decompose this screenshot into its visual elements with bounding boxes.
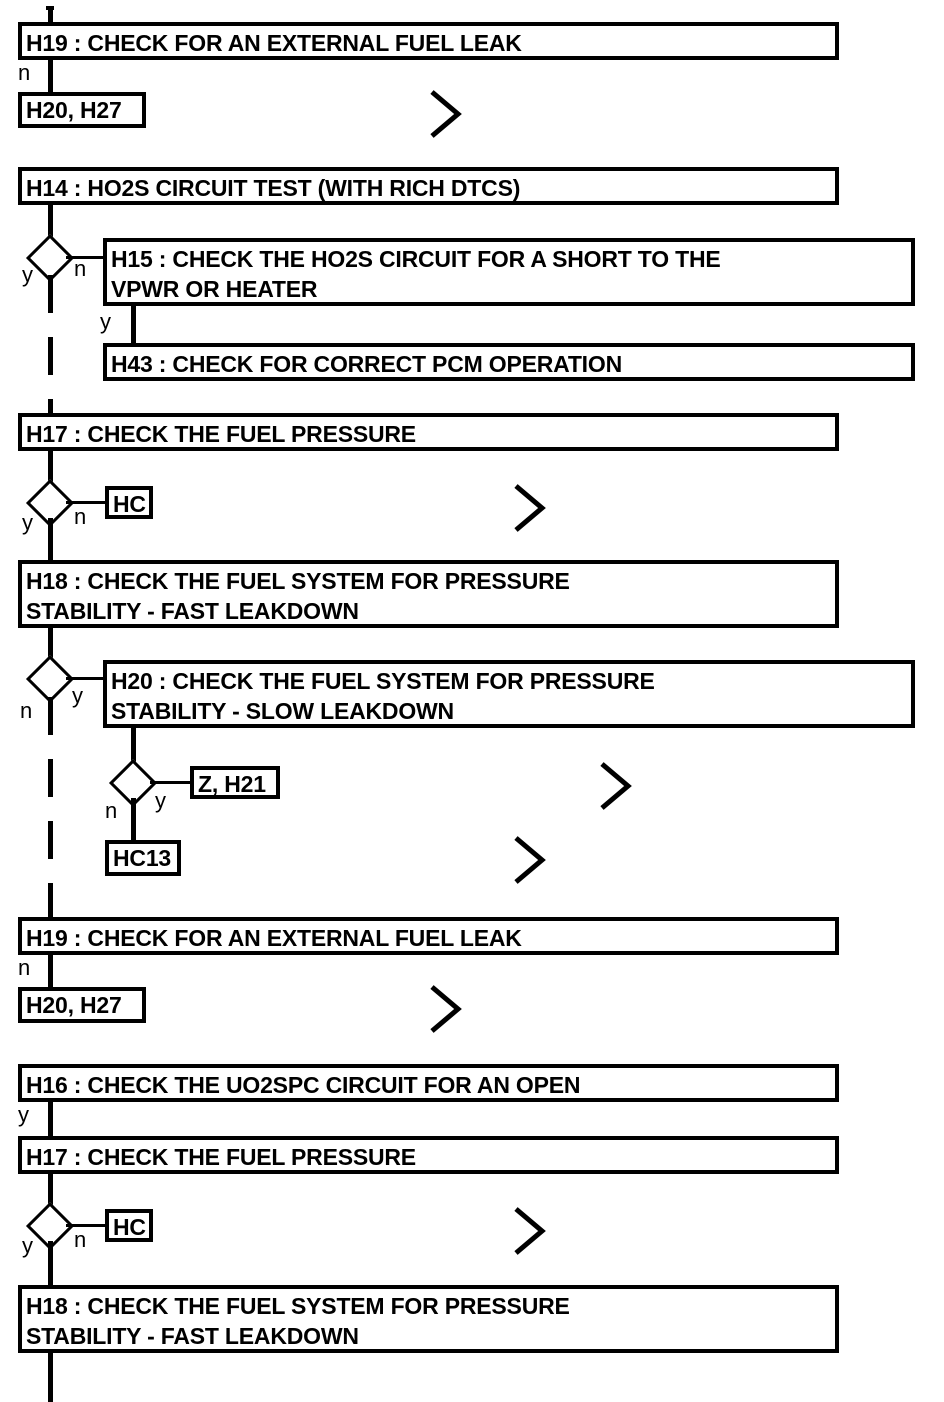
node-n10-z-h21[interactable]: Z, H21 xyxy=(190,766,280,799)
node-n03-h14-ho2s-circuit-test[interactable]: H14 : HO2S CIRCUIT TEST (WITH RICH DTCS) xyxy=(18,167,839,205)
node-n04-h15-ho2s-short-to-vpwr[interactable]: H15 : CHECK THE HO2S CIRCUIT FOR A SHORT… xyxy=(103,238,915,306)
connector-n06-to-d2 xyxy=(48,451,53,489)
branch-label-n14-yes: y xyxy=(18,1102,29,1127)
branch-label-d4-no: n xyxy=(105,798,118,823)
branch-label-n01-no: n xyxy=(18,60,31,85)
connector-d1-no-to-n04 xyxy=(66,256,106,259)
branch-label-d1-yes: y xyxy=(22,262,33,287)
node-n07-hc[interactable]: HC xyxy=(105,486,153,519)
offpage-chevron-icon-2 xyxy=(512,482,546,534)
node-n01-h19-external-fuel-leak[interactable]: H19 : CHECK FOR AN EXTERNAL FUEL LEAK xyxy=(18,22,839,60)
connector-d3-yes-to-n09 xyxy=(66,677,106,680)
node-n12-h19-external-fuel-leak[interactable]: H19 : CHECK FOR AN EXTERNAL FUEL LEAK xyxy=(18,917,839,955)
branch-label-d1-no: n xyxy=(74,256,87,281)
connector-n15-to-d5 xyxy=(48,1174,53,1212)
branch-label-n12-no: n xyxy=(18,955,31,980)
connector-d1-yes-dashed-to-n06 xyxy=(48,275,53,413)
offpage-chevron-icon-5 xyxy=(428,983,462,1035)
connector-n04-to-n05 xyxy=(131,306,136,344)
connector-d4-yes-to-n10 xyxy=(150,781,194,784)
connector-d3-no-dashed-to-n12 xyxy=(48,697,53,917)
node-n06-h17-fuel-pressure[interactable]: H17 : CHECK THE FUEL PRESSURE xyxy=(18,413,839,451)
branch-label-d4-yes: y xyxy=(155,788,166,813)
branch-label-d3-yes: y xyxy=(72,683,83,708)
node-n13-h20-h27[interactable]: H20, H27 xyxy=(18,987,146,1023)
node-n08-h18-fast-leakdown[interactable]: H18 : CHECK THE FUEL SYSTEM FOR PRESSURE… xyxy=(18,560,839,628)
connector-n01-to-n02 xyxy=(48,60,53,93)
node-n09-h20-slow-leakdown[interactable]: H20 : CHECK THE FUEL SYSTEM FOR PRESSURE… xyxy=(103,660,915,728)
branch-label-d5-yes: y xyxy=(22,1233,33,1258)
branch-label-d3-no: n xyxy=(20,698,33,723)
connector-d4-no-to-n11 xyxy=(131,798,136,842)
node-n11-hc13[interactable]: HC13 xyxy=(105,840,181,876)
node-n17-h18-fast-leakdown[interactable]: H18 : CHECK THE FUEL SYSTEM FOR PRESSURE… xyxy=(18,1285,839,1353)
top-tick-mark xyxy=(46,6,54,10)
node-n14-h16-uo2spc-open[interactable]: H16 : CHECK THE UO2SPC CIRCUIT FOR AN OP… xyxy=(18,1064,839,1102)
offpage-chevron-icon-6 xyxy=(512,1205,546,1257)
connector-d5-yes-to-n17 xyxy=(48,1241,53,1285)
offpage-chevron-icon-3 xyxy=(598,760,632,812)
connector-n03-to-d1 xyxy=(48,205,53,243)
connector-d2-no-to-n07 xyxy=(66,501,108,504)
branch-label-n04-yes: y xyxy=(100,309,111,334)
connector-n09-to-d4 xyxy=(131,728,136,770)
connector-n12-to-n13 xyxy=(48,955,53,988)
branch-label-d5-no: n xyxy=(74,1227,87,1252)
offpage-chevron-icon-1 xyxy=(428,88,462,140)
offpage-chevron-icon-4 xyxy=(512,834,546,886)
node-n05-h43-pcm-operation[interactable]: H43 : CHECK FOR CORRECT PCM OPERATION xyxy=(103,343,915,381)
branch-label-d2-yes: y xyxy=(22,510,33,535)
node-n15-h17-fuel-pressure[interactable]: H17 : CHECK THE FUEL PRESSURE xyxy=(18,1136,839,1174)
connector-n08-to-d3 xyxy=(48,628,53,666)
connector-d2-yes-to-n08 xyxy=(48,518,53,562)
connector-d5-no-to-n16 xyxy=(66,1224,108,1227)
connector-n17-to-offpage-bottom xyxy=(48,1353,53,1402)
node-n16-hc[interactable]: HC xyxy=(105,1209,153,1242)
node-n02-h20-h27[interactable]: H20, H27 xyxy=(18,92,146,128)
branch-label-d2-no: n xyxy=(74,504,87,529)
connector-n14-to-n15 xyxy=(48,1102,53,1136)
connector-top-into-n01 xyxy=(48,10,53,24)
